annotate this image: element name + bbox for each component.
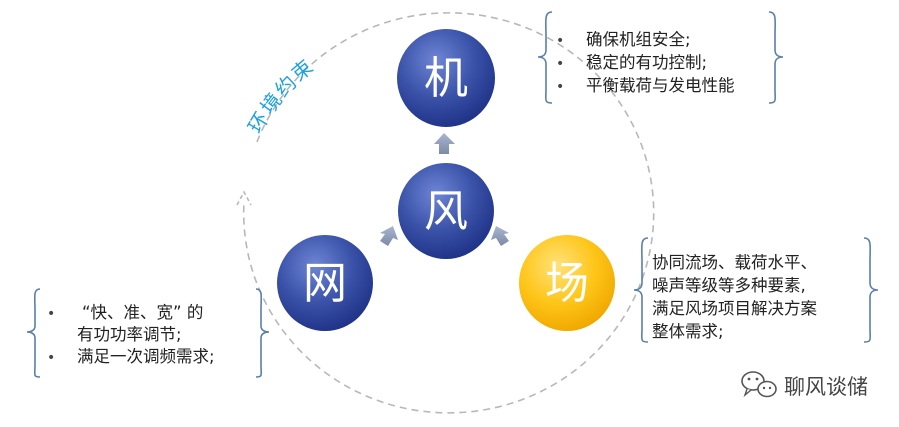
machine-point-2: 稳定的有功控制; xyxy=(586,53,707,72)
node-wind-label: 风 xyxy=(424,186,468,237)
brace-left xyxy=(633,237,649,343)
grid-point-1-line-2: 有功功率调节; xyxy=(77,325,182,344)
machine-point-3: 平衡载荷与发电性能 xyxy=(586,76,735,95)
grid-description: • • “快、准、宽” 的 有功功率调节; 满足一次调频需求; xyxy=(26,288,270,378)
bullet: • xyxy=(556,33,564,49)
environment-ring xyxy=(236,12,655,414)
arrow-right-down xyxy=(491,226,509,246)
brace-right xyxy=(255,288,270,378)
node-machine: 机 xyxy=(397,29,495,127)
field-description: 协同流场、载荷水平、 噪声等级等多种要素, 满足风场项目解决方案 整体需求; xyxy=(633,237,879,343)
ring-label: 环境约束 xyxy=(243,53,319,137)
node-machine-label: 机 xyxy=(424,53,468,104)
node-grid-label: 网 xyxy=(303,258,347,309)
watermark-text: 聊风谈储 xyxy=(784,375,868,399)
field-line-4: 整体需求; xyxy=(652,322,724,341)
field-line-1: 协同流场、载荷水平、 xyxy=(652,253,817,272)
field-line-2: 噪声等级等多种要素, xyxy=(652,276,806,295)
brace-left xyxy=(537,11,553,104)
brace-right xyxy=(768,11,784,104)
node-field: 场 xyxy=(519,235,615,331)
grid-point-1-line-1: “快、准、宽” 的 xyxy=(82,303,203,322)
watermark: 聊风谈储 xyxy=(741,371,868,399)
node-grid: 网 xyxy=(277,235,373,331)
grid-point-2: 满足一次调频需求; xyxy=(77,347,215,366)
brace-left xyxy=(26,288,41,378)
brace-right xyxy=(863,237,879,343)
bullet: • xyxy=(47,350,55,366)
bullet: • xyxy=(47,306,55,322)
arrow-up xyxy=(434,133,455,154)
arrow-left-down xyxy=(380,226,398,246)
machine-description: • • • 确保机组安全; 稳定的有功控制; 平衡载荷与发电性能 xyxy=(537,11,784,104)
field-line-3: 满足风场项目解决方案 xyxy=(652,299,818,318)
bullet: • xyxy=(556,56,564,72)
bullet: • xyxy=(556,79,564,95)
machine-point-1: 确保机组安全; xyxy=(586,30,691,49)
wechat-icon xyxy=(741,371,777,398)
node-wind: 风 xyxy=(398,163,494,259)
node-field-label: 场 xyxy=(545,258,589,309)
